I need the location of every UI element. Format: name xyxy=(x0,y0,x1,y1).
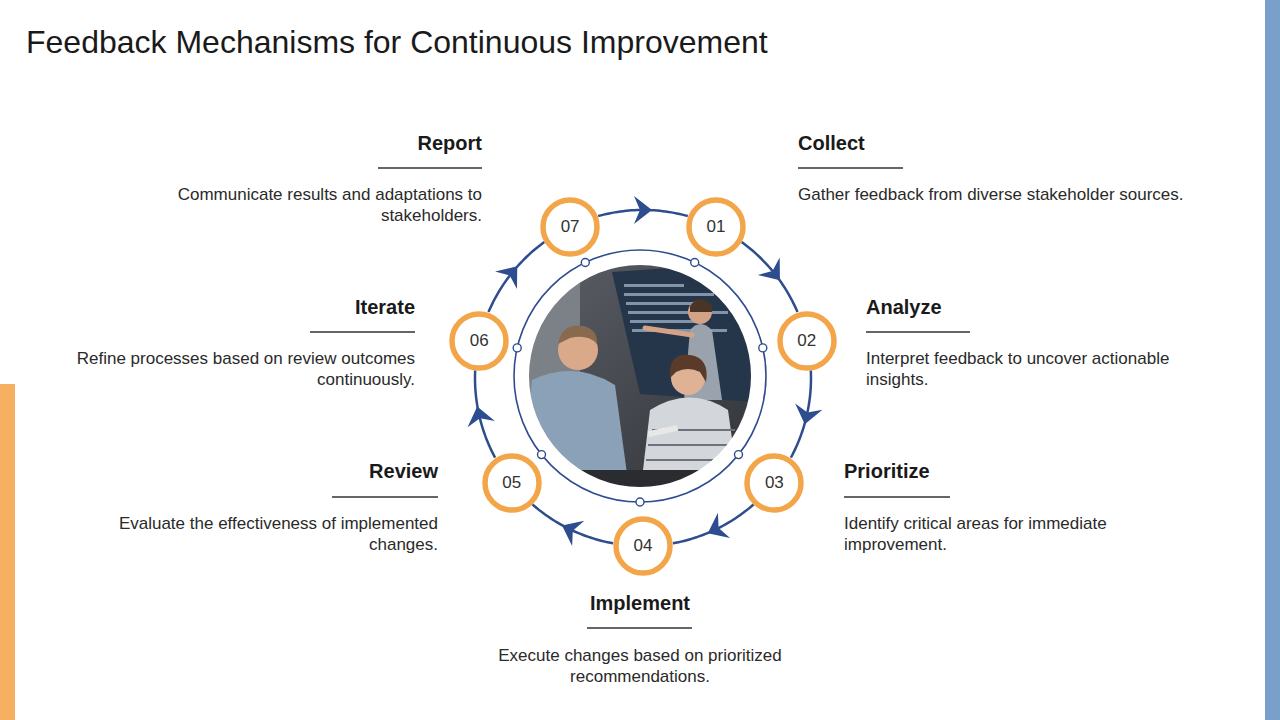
step-heading: Analyze xyxy=(866,295,1236,319)
step-number: 04 xyxy=(634,536,653,556)
step-circle-ring xyxy=(616,519,670,573)
chevron-arrowhead xyxy=(702,513,730,546)
chevron-arrowhead xyxy=(791,403,822,427)
step-number: 07 xyxy=(561,217,580,237)
step-circle: 04 xyxy=(613,516,673,576)
cycle-connector xyxy=(488,242,544,312)
step-circle-ring xyxy=(689,200,743,254)
step-circle-ring xyxy=(747,456,801,510)
ring-dot xyxy=(513,344,521,352)
step-number: 03 xyxy=(765,473,784,493)
step-number: 02 xyxy=(797,331,816,351)
chevron-arrowhead xyxy=(758,257,791,289)
step-description: Communicate results and adaptations to s… xyxy=(122,184,482,226)
step-circle: 05 xyxy=(482,453,542,513)
step-circle: 01 xyxy=(686,197,746,257)
step-heading: Report xyxy=(122,131,482,155)
photo-screen xyxy=(612,262,756,402)
ring-dot xyxy=(691,259,699,267)
ring-dot xyxy=(581,259,589,267)
step-heading: Prioritize xyxy=(844,459,1164,483)
step-number: 01 xyxy=(706,217,725,237)
heading-rule xyxy=(378,167,482,168)
cycle-connector xyxy=(598,196,688,224)
step-circle-ring xyxy=(780,314,834,368)
side-bar xyxy=(0,384,15,720)
cycle-arc xyxy=(742,242,798,312)
heading-rules xyxy=(310,168,970,628)
photo-person xyxy=(670,355,707,382)
step-description: Refine processes based on review outcome… xyxy=(25,348,415,390)
ring-dot xyxy=(636,498,644,506)
step-heading: Collect xyxy=(798,131,1248,155)
heading-rule xyxy=(798,167,903,168)
step-circle: 03 xyxy=(744,453,804,513)
step-circle-ring xyxy=(485,456,539,510)
ring-dot xyxy=(759,344,767,352)
chevron-arrowhead xyxy=(556,513,584,546)
cycle-connector xyxy=(791,370,823,457)
title-box: Feedback Mechanisms for Continuous Impro… xyxy=(26,22,768,62)
step-circle: 02 xyxy=(777,311,837,371)
chevron-arrowhead xyxy=(495,257,528,289)
step-description: Identify critical areas for immediate im… xyxy=(844,513,1164,555)
step-description: Evaluate the effectiveness of implemente… xyxy=(58,513,438,555)
step-heading: Review xyxy=(58,459,438,483)
photo-person xyxy=(688,300,712,324)
photo-tablet xyxy=(648,425,679,437)
step-heading: Iterate xyxy=(25,295,415,319)
cycle-connector xyxy=(464,370,496,457)
ring-dot xyxy=(735,451,743,459)
step-number: 05 xyxy=(502,473,521,493)
step-circle-ring xyxy=(452,314,506,368)
photo-table xyxy=(520,470,760,500)
step-circle: 06 xyxy=(449,311,509,371)
cycle-connector xyxy=(673,504,754,545)
photo-person xyxy=(690,299,712,312)
diagram-title: Feedback Mechanisms for Continuous Impro… xyxy=(26,22,768,62)
step-description: Gather feedback from diverse stakeholder… xyxy=(798,184,1248,205)
cycle-arc xyxy=(488,242,544,312)
heading-rule xyxy=(844,496,950,497)
step-description: Execute changes based on prioritized rec… xyxy=(475,645,805,687)
step-heading: Implement xyxy=(475,591,805,615)
step-circle-ring xyxy=(543,200,597,254)
photo-person xyxy=(645,328,692,335)
cycle-connector xyxy=(532,504,613,545)
heading-rule xyxy=(332,496,438,497)
chevron-arrowhead xyxy=(634,196,652,224)
photo-background xyxy=(520,256,760,496)
photo-frame xyxy=(528,264,752,488)
chevron-arrowhead xyxy=(464,403,495,427)
step-number: 06 xyxy=(470,331,489,351)
inner-ring xyxy=(514,250,766,502)
ring-dot xyxy=(538,451,546,459)
cycle-connector xyxy=(742,242,798,312)
side-bar xyxy=(1265,0,1280,720)
heading-rule xyxy=(310,331,415,332)
heading-rule xyxy=(866,331,970,332)
meeting-photo xyxy=(520,256,760,500)
step-description: Interpret feedback to uncover actionable… xyxy=(866,348,1236,390)
photo-person xyxy=(558,325,597,344)
step-circle: 07 xyxy=(540,197,600,257)
heading-rule xyxy=(587,627,692,628)
